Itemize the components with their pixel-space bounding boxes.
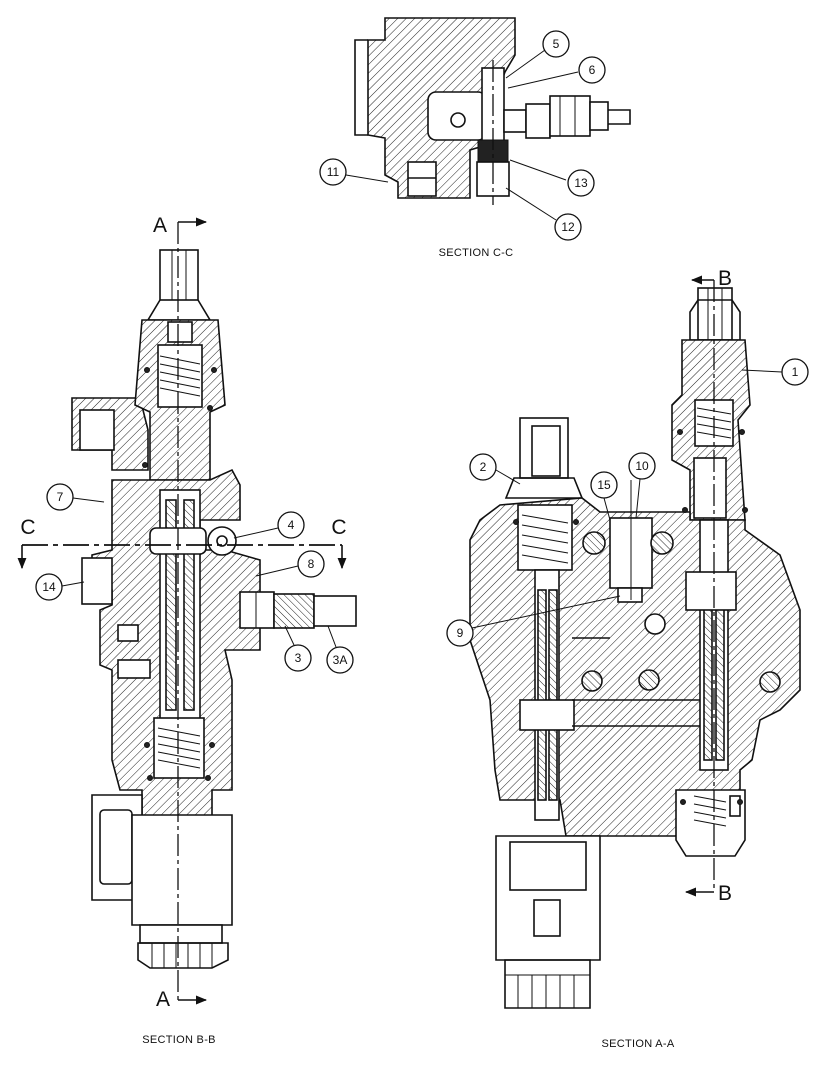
svg-text:15: 15: [597, 478, 611, 492]
svg-text:2: 2: [480, 460, 487, 474]
svg-text:14: 14: [42, 580, 56, 594]
svg-text:4: 4: [288, 518, 295, 532]
balloon-10: 10: [628, 452, 656, 519]
section-cc-view: [354, 17, 631, 205]
balloon-1: 1: [741, 358, 809, 386]
cut-label-aa-bottom: B: [718, 882, 732, 905]
balloon-12: 12: [505, 187, 582, 241]
balloon-15: 15: [590, 471, 618, 521]
svg-text:3A: 3A: [333, 653, 348, 667]
cut-label-bb-right: C: [331, 516, 346, 539]
cut-label-bb-left: C: [20, 516, 35, 539]
svg-text:11: 11: [327, 165, 340, 179]
svg-text:6: 6: [589, 63, 596, 77]
svg-text:13: 13: [574, 176, 588, 190]
balloon-11: 11: [319, 158, 389, 186]
cut-label-bb-bottom: A: [156, 988, 170, 1011]
section-bb-view: [17, 217, 357, 1005]
svg-text:12: 12: [561, 220, 575, 234]
svg-text:9: 9: [457, 626, 464, 640]
caption-section-cc: SECTION C-C: [439, 247, 514, 259]
balloon-9: 9: [446, 595, 621, 647]
balloon-7: 7: [46, 483, 105, 511]
balloon-4: 4: [233, 511, 305, 539]
balloon-5: 5: [505, 30, 570, 79]
cut-label-bb-top: A: [153, 214, 167, 237]
caption-section-aa: SECTION A-A: [602, 1038, 675, 1050]
balloon-14: 14: [35, 573, 85, 601]
caption-section-bb: SECTION B-B: [142, 1034, 216, 1046]
section-aa-view: [469, 275, 801, 1009]
svg-text:10: 10: [635, 459, 649, 473]
balloon-3: 3: [284, 625, 312, 672]
balloon-8: 8: [255, 550, 325, 578]
svg-text:7: 7: [57, 490, 64, 504]
balloon-6: 6: [507, 56, 606, 89]
svg-text:3: 3: [295, 651, 302, 665]
svg-text:5: 5: [553, 37, 560, 51]
cut-label-aa-top: B: [718, 267, 732, 290]
balloon-13: 13: [509, 159, 595, 197]
svg-text:1: 1: [792, 365, 799, 379]
balloon-2: 2: [469, 453, 521, 485]
balloon-3a: 3A: [326, 625, 354, 674]
svg-text:8: 8: [308, 557, 315, 571]
